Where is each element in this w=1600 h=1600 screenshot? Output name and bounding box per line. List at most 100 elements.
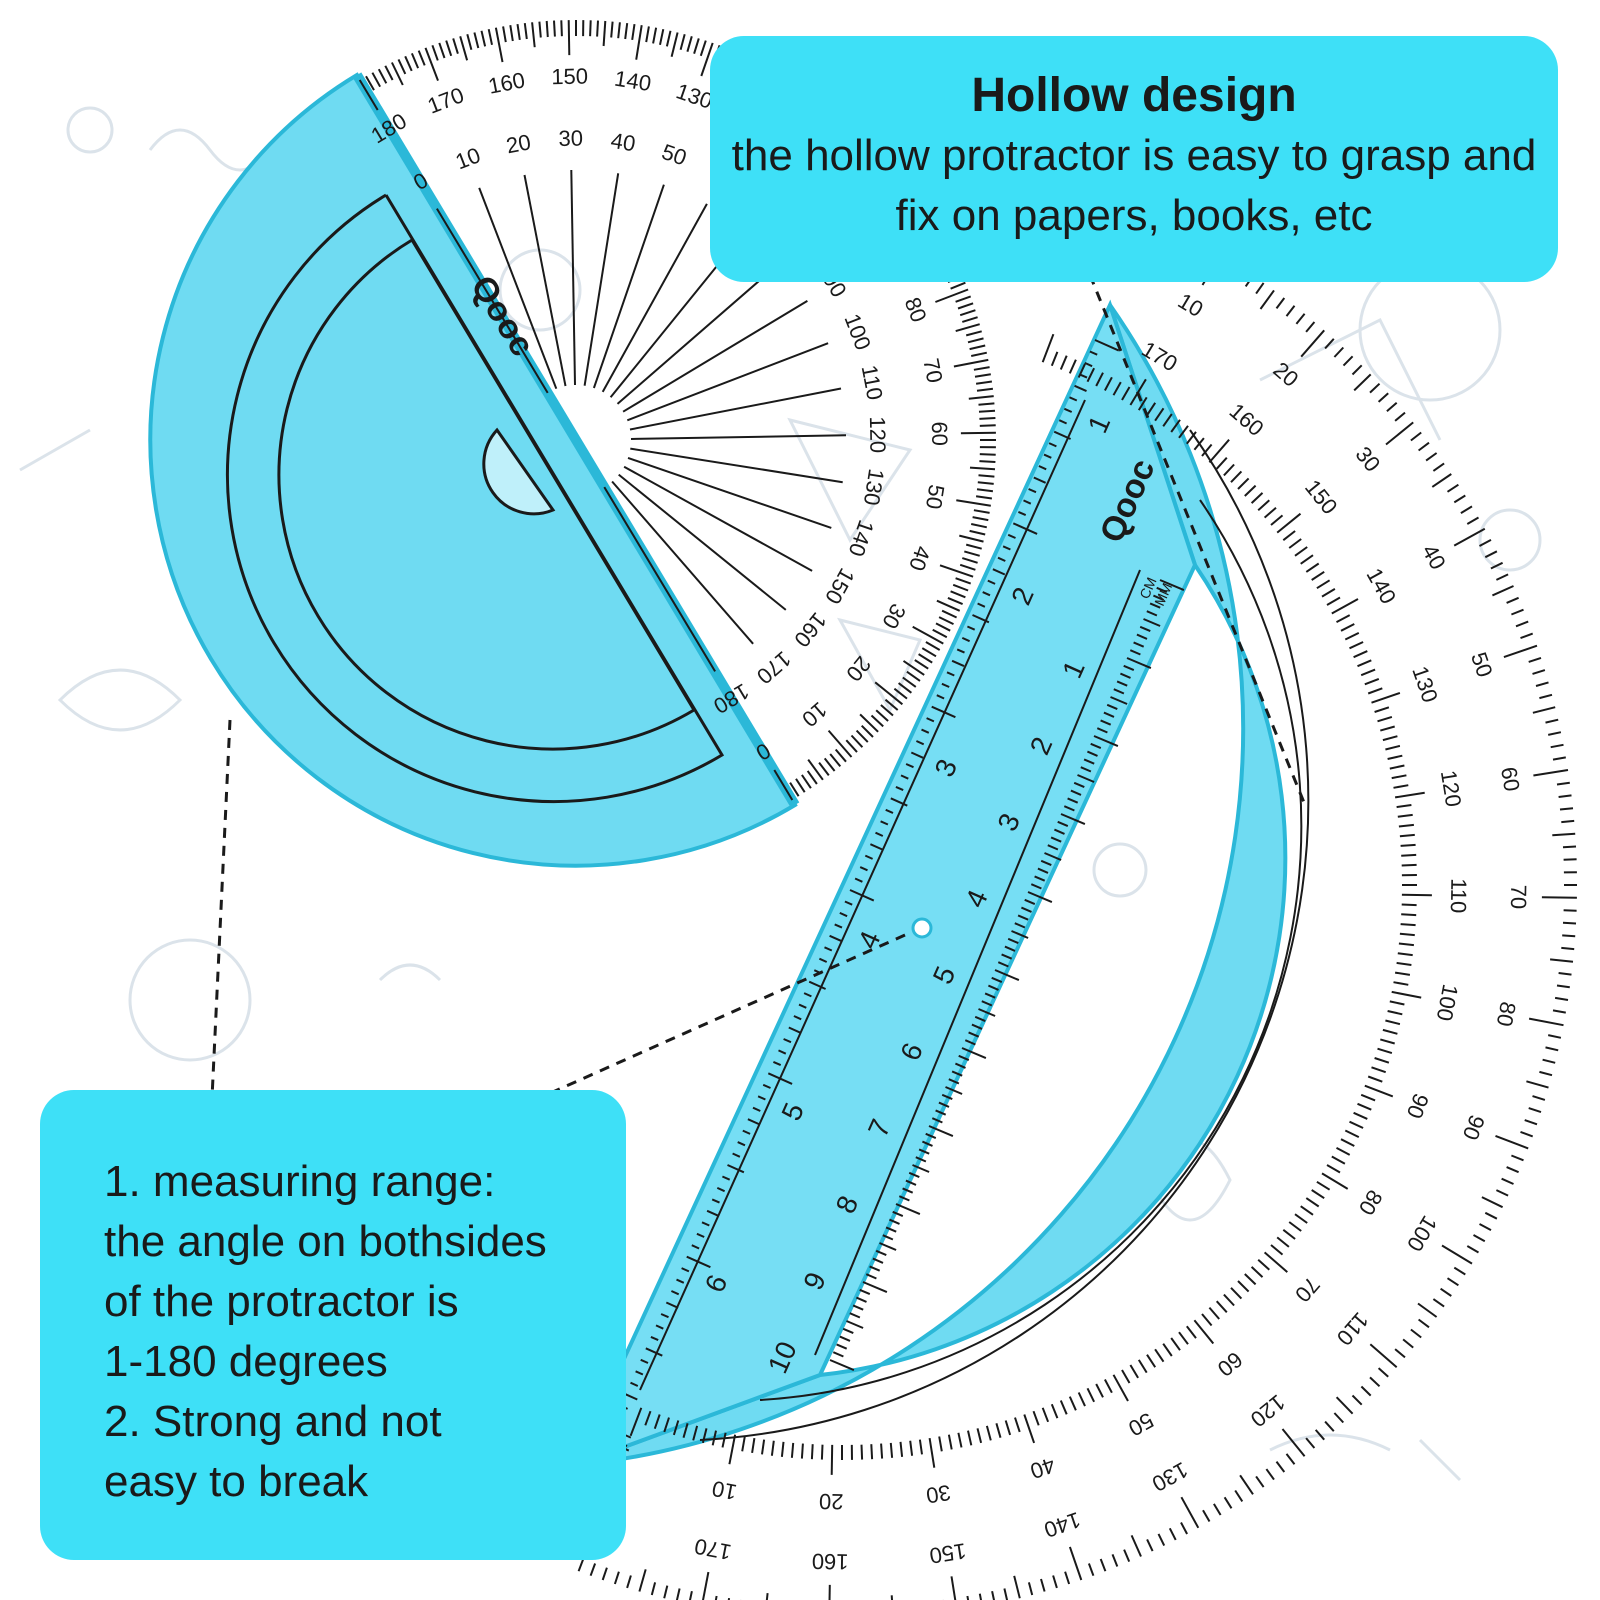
scale-tick xyxy=(1387,1010,1403,1016)
scale-tick xyxy=(1369,382,1381,394)
scale-tick xyxy=(1068,1396,1077,1411)
ruler-tick xyxy=(660,1313,669,1319)
scale-tick xyxy=(545,20,549,38)
scale-tick xyxy=(1399,833,1415,838)
scale-tick xyxy=(1479,539,1492,547)
scale-tick xyxy=(531,22,536,48)
ruler-tick xyxy=(982,591,991,597)
scale-tick xyxy=(682,1423,689,1438)
ruler-tick xyxy=(686,1255,711,1269)
ruler-tick xyxy=(922,1140,933,1147)
scale-tick xyxy=(890,1595,894,1600)
ruler-tick xyxy=(1106,703,1118,711)
degree-number: 40 xyxy=(904,543,936,574)
radial-line xyxy=(618,473,787,611)
scale-tick xyxy=(1532,1095,1546,1101)
scale-tick xyxy=(1086,367,1095,383)
scale-tick xyxy=(1282,1229,1296,1240)
scale-tick xyxy=(1311,1189,1325,1200)
scale-tick xyxy=(1490,561,1504,570)
scale-tick xyxy=(1162,1343,1173,1357)
degree-number: 130 xyxy=(1148,1457,1192,1497)
ruler-tick xyxy=(1120,672,1131,679)
ruler-tick xyxy=(1043,453,1052,459)
ruler-tick xyxy=(1069,396,1078,402)
scale-tick xyxy=(1397,952,1413,957)
degree-number: 160 xyxy=(812,1549,849,1575)
ruler-tick xyxy=(849,889,875,902)
scale-tick xyxy=(1501,1177,1514,1185)
scale-tick xyxy=(689,1590,693,1600)
ruler-tick xyxy=(829,934,842,943)
scale-tick xyxy=(487,28,493,46)
scale-tick xyxy=(765,1592,769,1600)
scale-tick xyxy=(955,295,972,303)
ruler-tick xyxy=(793,1015,802,1021)
scale-tick xyxy=(1417,1302,1438,1318)
ruler-tick xyxy=(655,1324,664,1330)
scale-tick xyxy=(973,509,990,514)
ruler-tick xyxy=(905,1179,917,1186)
scale-tick xyxy=(1554,996,1569,1001)
scale-tick xyxy=(972,516,989,522)
degree-number: 140 xyxy=(843,517,879,560)
scale-tick xyxy=(1300,554,1314,565)
scale-tick xyxy=(1052,1575,1058,1589)
scale-tick xyxy=(827,729,853,758)
scale-tick xyxy=(1186,1325,1197,1339)
scale-tick xyxy=(1112,381,1122,396)
scale-tick xyxy=(1068,359,1077,374)
scale-tick xyxy=(918,1439,923,1455)
scale-tick xyxy=(1130,1534,1142,1557)
scale-tick xyxy=(823,757,836,772)
radial-line xyxy=(630,447,843,484)
scale-tick xyxy=(1484,1211,1498,1220)
scale-tick xyxy=(1050,351,1059,367)
degree-number: 10 xyxy=(710,1476,739,1505)
ruler-tick xyxy=(849,1312,861,1319)
scale-tick xyxy=(1391,774,1407,780)
scale-tick xyxy=(801,774,812,789)
scale-tick xyxy=(1377,715,1393,723)
scale-tick xyxy=(939,564,974,578)
ruler-tick xyxy=(859,1288,871,1296)
scale-tick xyxy=(1003,1588,1009,1600)
radial-line xyxy=(523,174,567,387)
scale-tick xyxy=(790,1442,795,1458)
scale-tick xyxy=(629,1407,643,1437)
scale-tick xyxy=(523,22,528,40)
scale-tick xyxy=(1201,1313,1213,1327)
ruler-tick xyxy=(971,1023,983,1030)
scale-tick xyxy=(1041,333,1055,363)
ruler-tick xyxy=(1113,688,1125,695)
ruler-tick xyxy=(1143,618,1161,627)
scale-tick xyxy=(855,729,869,743)
scale-tick xyxy=(702,1571,710,1600)
scale-tick xyxy=(950,281,966,290)
scale-tick xyxy=(1178,425,1189,439)
degree-number: 80 xyxy=(1492,1000,1521,1029)
degree-number: 150 xyxy=(551,64,588,90)
ruler-tick xyxy=(670,1290,680,1296)
scale-tick xyxy=(1068,1546,1083,1581)
ruler-tick xyxy=(935,1109,947,1116)
scale-tick xyxy=(1180,1522,1188,1535)
scale-tick xyxy=(1041,1407,1050,1423)
scale-tick xyxy=(1087,1563,1095,1577)
ruler-tick xyxy=(716,1186,726,1193)
ruler-tick xyxy=(974,1015,986,1023)
scale-tick xyxy=(1446,483,1459,493)
scale-tick xyxy=(1104,376,1113,391)
scale-tick xyxy=(1360,1385,1372,1397)
scale-tick xyxy=(1157,1533,1166,1547)
radial-line xyxy=(603,486,716,672)
ruler-tick xyxy=(706,1209,720,1218)
scale-tick xyxy=(935,288,969,303)
radial-line xyxy=(611,480,754,645)
degree-number: 30 xyxy=(924,1480,952,1509)
scale-tick xyxy=(979,417,996,420)
ruler-tick xyxy=(882,1234,894,1241)
scale-tick xyxy=(494,27,504,63)
scale-tick xyxy=(1275,297,1286,309)
ruler-tick xyxy=(1073,781,1085,789)
